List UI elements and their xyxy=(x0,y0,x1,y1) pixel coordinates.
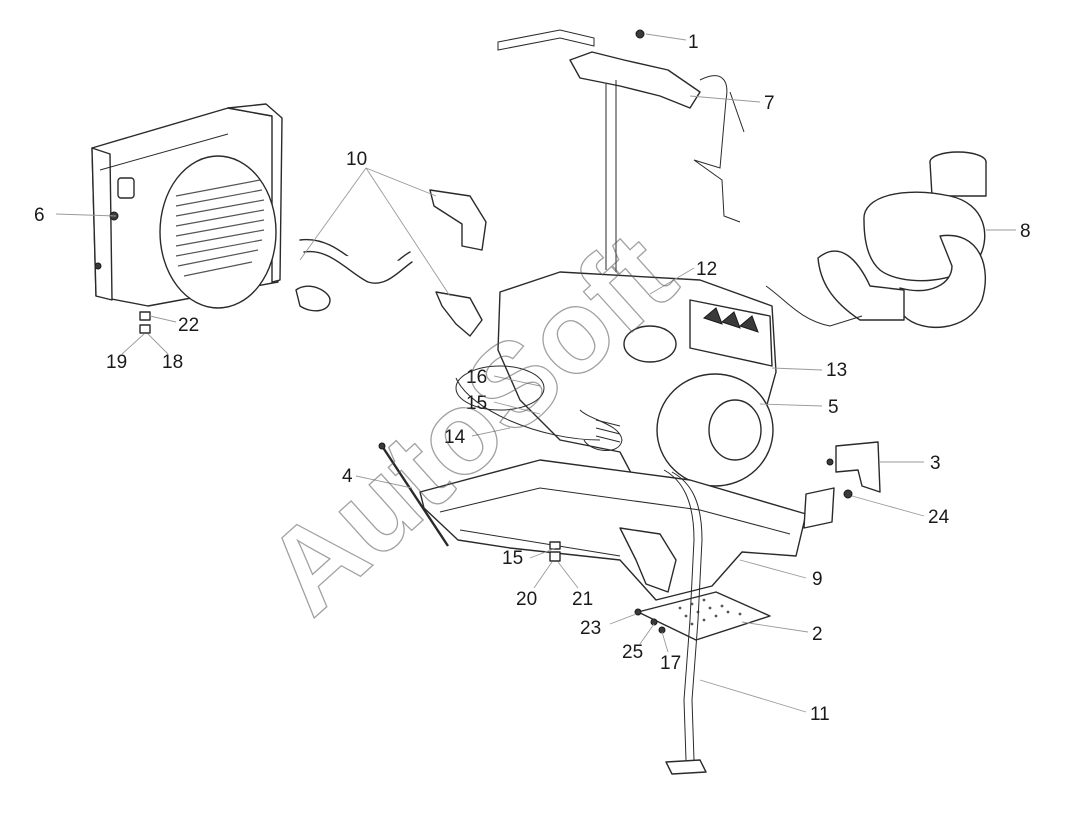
callout-11: 11 xyxy=(810,704,830,725)
callout-6: 6 xyxy=(34,205,45,226)
callout-1: 1 xyxy=(688,32,699,53)
callout-23: 23 xyxy=(580,618,601,639)
radiator-assembly xyxy=(91,103,283,334)
callout-12: 12 xyxy=(696,259,717,280)
callout-13: 13 xyxy=(826,360,847,381)
callout-2: 2 xyxy=(812,624,823,645)
callout-18: 18 xyxy=(162,352,183,373)
callout-4: 4 xyxy=(342,466,353,487)
callout-21: 21 xyxy=(572,589,593,610)
callout-15-bottom: 15 xyxy=(502,548,523,569)
brackets xyxy=(803,441,881,529)
pipe-assembly xyxy=(663,469,707,775)
callout-5: 5 xyxy=(828,397,839,418)
callout-19: 19 xyxy=(106,352,127,373)
callout-17: 17 xyxy=(660,653,681,674)
callout-15-top: 15 xyxy=(466,393,487,414)
leader-lines xyxy=(55,33,1016,713)
callout-3: 3 xyxy=(930,453,941,474)
callout-10: 10 xyxy=(346,149,367,170)
callout-25: 25 xyxy=(622,642,643,663)
platform-plate xyxy=(637,591,771,641)
callout-22: 22 xyxy=(178,315,199,336)
callout-20: 20 xyxy=(516,589,537,610)
small-hardware xyxy=(549,541,666,634)
callout-16: 16 xyxy=(466,367,487,388)
support-rod xyxy=(378,442,450,547)
main-frame xyxy=(419,459,807,601)
callout-14: 14 xyxy=(444,427,466,448)
engine-assembly xyxy=(455,271,777,491)
callout-7: 7 xyxy=(764,93,775,114)
air-filter-assembly xyxy=(765,151,987,328)
hose-set xyxy=(295,189,487,337)
callout-8: 8 xyxy=(1020,221,1031,242)
callout-9: 9 xyxy=(812,569,823,590)
callout-24: 24 xyxy=(928,507,950,528)
support-frame xyxy=(497,29,745,272)
callout-labels: 1 7 10 6 8 12 22 19 18 13 16 15 5 14 3 4… xyxy=(34,32,1031,725)
